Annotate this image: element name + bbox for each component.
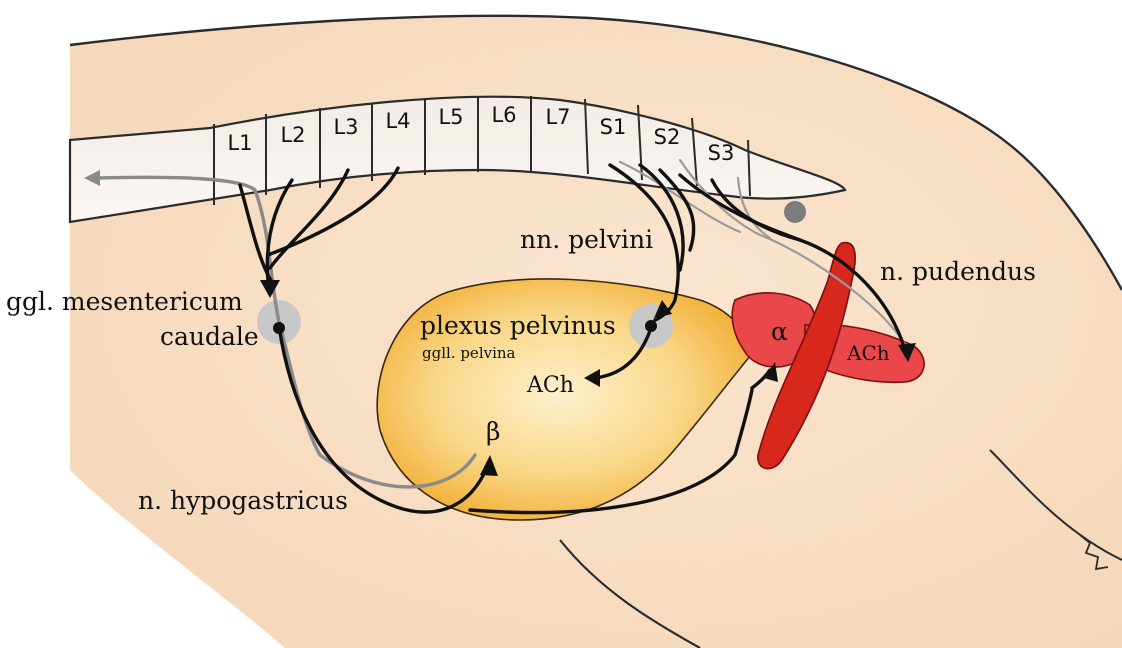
vertebra-s3: S3 [708,141,735,165]
pelvic-synapse [645,320,657,332]
vertebra-l2: L2 [280,123,305,147]
label-caudale: caudale [160,322,259,351]
label-alpha: α [771,317,788,346]
vertebra-s2: S2 [654,125,681,149]
vertebra-s1: S1 [600,115,627,139]
mesenteric-synapse [273,322,285,334]
label-n-hypogastricus: n. hypogastricus [138,486,348,515]
vertebra-l7: L7 [545,105,570,129]
label-ach-urethra: ACh [846,341,890,365]
vertebra-l1: L1 [227,131,252,155]
label-ach-bladder: ACh [526,373,574,398]
pudendal-ganglion [784,201,806,223]
vertebra-l6: L6 [491,103,516,127]
label-gglI-pelvina: ggll. pelvina [422,344,516,362]
label-plexus-pelvinus: plexus pelvinus [420,311,616,340]
vertebra-l4: L4 [385,109,410,133]
label-nn-pelvini: nn. pelvini [520,225,653,254]
vertebra-l5: L5 [438,105,463,129]
label-ggl-mesentericum: ggl. mesentericum [6,287,243,316]
label-beta: β [486,417,500,446]
vertebra-l3: L3 [333,115,358,139]
label-n-pudendus: n. pudendus [880,257,1036,286]
